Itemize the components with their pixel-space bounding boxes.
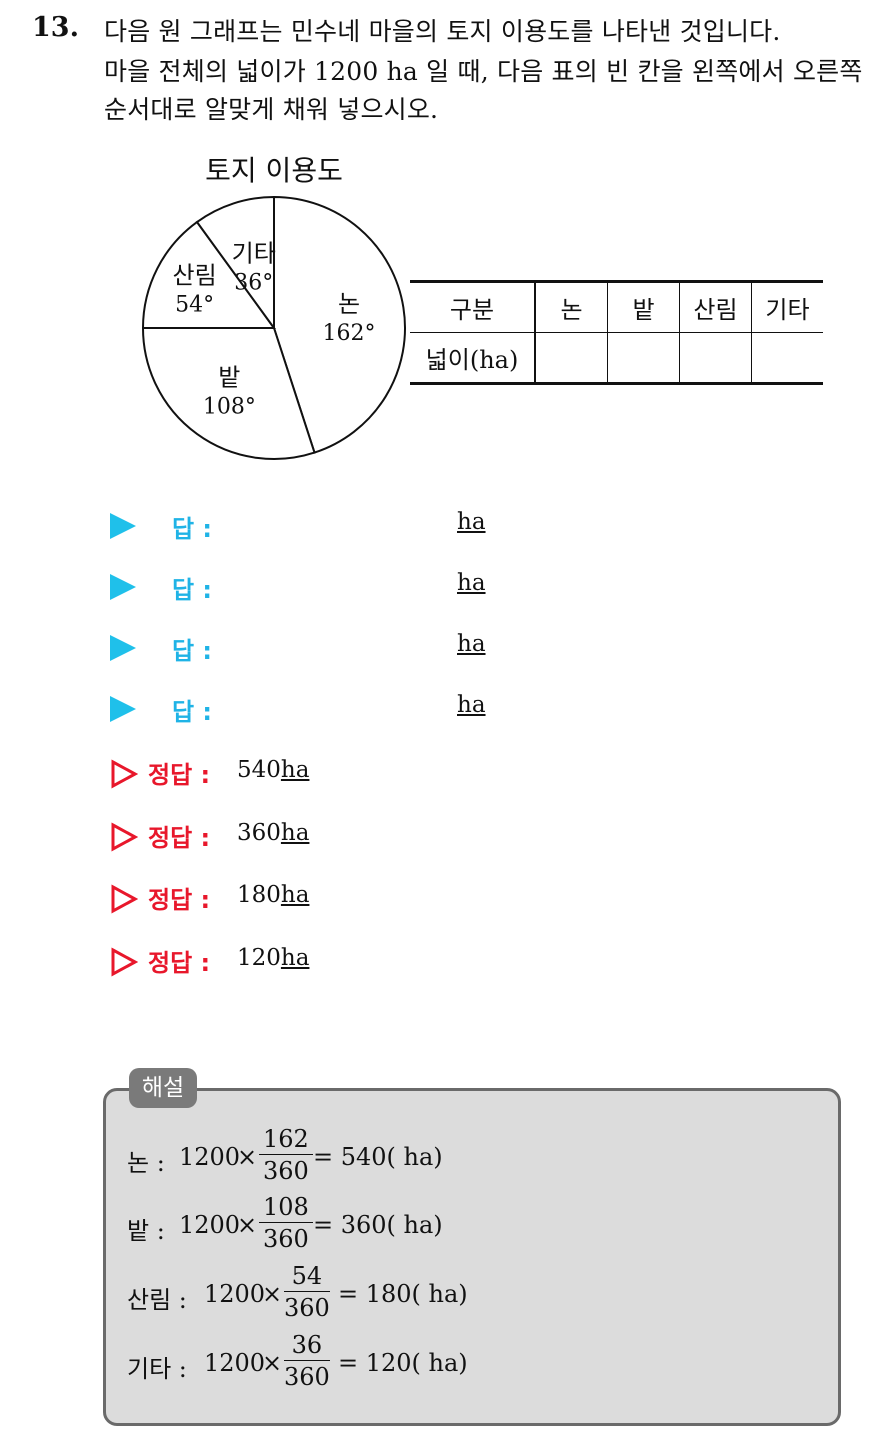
answer-label: 답 : xyxy=(172,698,213,726)
question-number: 13. xyxy=(32,12,79,43)
fraction: 36 360 xyxy=(284,1330,330,1393)
table-header-row: 구분 논 밭 산림 기타 xyxy=(410,281,823,333)
solution-total: 1200 xyxy=(179,1143,241,1171)
fraction-numerator: 162 xyxy=(259,1124,313,1155)
solution-total: 1200 xyxy=(204,1280,266,1308)
fraction-numerator: 108 xyxy=(259,1192,313,1223)
fraction: 162 360 xyxy=(259,1124,313,1187)
slice-label: 기타 xyxy=(232,240,276,268)
fraction-denominator: 360 xyxy=(263,1157,309,1185)
slice-value-label: 36° xyxy=(234,271,273,296)
question-line-3: 순서대로 알맞게 채워 넣으시오. xyxy=(104,95,439,124)
outline-arrow-icon xyxy=(111,759,138,789)
answer-label: 답 : xyxy=(172,515,213,543)
question-line-1: 다음 원 그래프는 민수네 마을의 토지 이용도를 나타낸 것입니다. xyxy=(104,17,781,46)
solution-total: 1200 xyxy=(179,1211,241,1239)
solution-total: 1200 xyxy=(204,1349,266,1377)
play-arrow-icon xyxy=(110,513,136,539)
pie-slice xyxy=(141,220,276,329)
table-header-cell: 논 xyxy=(534,281,608,333)
slice-label: 논 xyxy=(338,290,360,318)
table-header-cell: 산림 xyxy=(679,281,752,333)
play-arrow-icon xyxy=(110,696,136,722)
pie-chart: 토지 이용도 논 162° 밭 108° 산림 54° 기타 36° xyxy=(141,154,406,460)
slice-value-label: 162° xyxy=(323,321,376,346)
fraction-denominator: 360 xyxy=(284,1294,330,1322)
correct-answer-label: 정답 : xyxy=(148,761,211,789)
times-sign: × xyxy=(237,1211,258,1239)
solution-item-name: 논 : xyxy=(127,1149,165,1177)
pie-slice xyxy=(273,195,406,454)
table-header-cell: 기타 xyxy=(751,281,823,333)
outline-arrow-icon xyxy=(111,822,138,852)
table-header-cell: 구분 xyxy=(449,296,495,324)
solution-tag: 해설 xyxy=(129,1068,197,1108)
chart-title: 토지 이용도 xyxy=(205,154,343,187)
table-row-label: 넓이(ha) xyxy=(425,346,519,374)
answer-unit[interactable]: ha xyxy=(457,692,486,718)
answer-unit[interactable]: ha xyxy=(457,631,486,657)
solution-result: = 120( ha) xyxy=(338,1349,468,1377)
table-cell[interactable] xyxy=(607,332,680,384)
solution-result: = 540( ha) xyxy=(313,1143,443,1171)
usage-table-wrapper: 구분 논 밭 산림 기타 넓이(ha) xyxy=(410,280,823,385)
pie-slice xyxy=(195,195,275,332)
fraction: 54 360 xyxy=(284,1261,330,1324)
pie-slice xyxy=(141,327,316,460)
fraction-numerator: 36 xyxy=(284,1330,330,1361)
correct-answer-value: 180ha xyxy=(237,882,310,908)
solution-result: = 180( ha) xyxy=(338,1280,468,1308)
solution-item-name: 산림 : xyxy=(127,1286,187,1314)
table-header-cell: 밭 xyxy=(607,281,680,333)
fraction-denominator: 360 xyxy=(263,1225,309,1253)
outline-arrow-icon xyxy=(111,947,138,977)
answer-label: 답 : xyxy=(172,637,213,665)
correct-answer-value: 360ha xyxy=(237,820,310,846)
question-line-2: 마을 전체의 넓이가 1200 ha 일 때, 다음 표의 빈 칸을 왼쪽에서 … xyxy=(104,57,863,86)
slice-label: 산림 xyxy=(173,262,217,290)
answer-unit[interactable]: ha xyxy=(457,570,486,596)
table-cell[interactable] xyxy=(679,332,752,384)
fraction-numerator: 54 xyxy=(284,1261,330,1292)
solution-item-name: 기타 : xyxy=(127,1355,187,1383)
table-cell[interactable] xyxy=(751,332,823,384)
solution-result: = 360( ha) xyxy=(313,1211,443,1239)
play-arrow-icon xyxy=(110,635,136,661)
answer-unit[interactable]: ha xyxy=(457,509,486,535)
correct-answer-label: 정답 : xyxy=(148,824,211,852)
slice-value-label: 108° xyxy=(203,394,256,419)
times-sign: × xyxy=(262,1349,283,1377)
correct-answer-value: 120ha xyxy=(237,945,310,971)
answer-label: 답 : xyxy=(172,576,213,604)
table-row: 넓이(ha) xyxy=(410,332,823,384)
fraction: 108 360 xyxy=(259,1192,313,1255)
correct-answer-value: 540ha xyxy=(237,757,310,783)
usage-table: 구분 논 밭 산림 기타 넓이(ha) xyxy=(410,280,823,385)
solution-item-name: 밭 : xyxy=(127,1217,165,1245)
table-cell[interactable] xyxy=(534,332,608,384)
solution-box xyxy=(103,1088,841,1426)
play-arrow-icon xyxy=(110,574,136,600)
fraction-denominator: 360 xyxy=(284,1363,330,1391)
slice-label: 밭 xyxy=(218,363,240,391)
slice-value-label: 54° xyxy=(175,293,214,318)
outline-arrow-icon xyxy=(111,884,138,914)
times-sign: × xyxy=(237,1143,258,1171)
correct-answer-label: 정답 : xyxy=(148,886,211,914)
correct-answer-label: 정답 : xyxy=(148,949,211,977)
times-sign: × xyxy=(262,1280,283,1308)
